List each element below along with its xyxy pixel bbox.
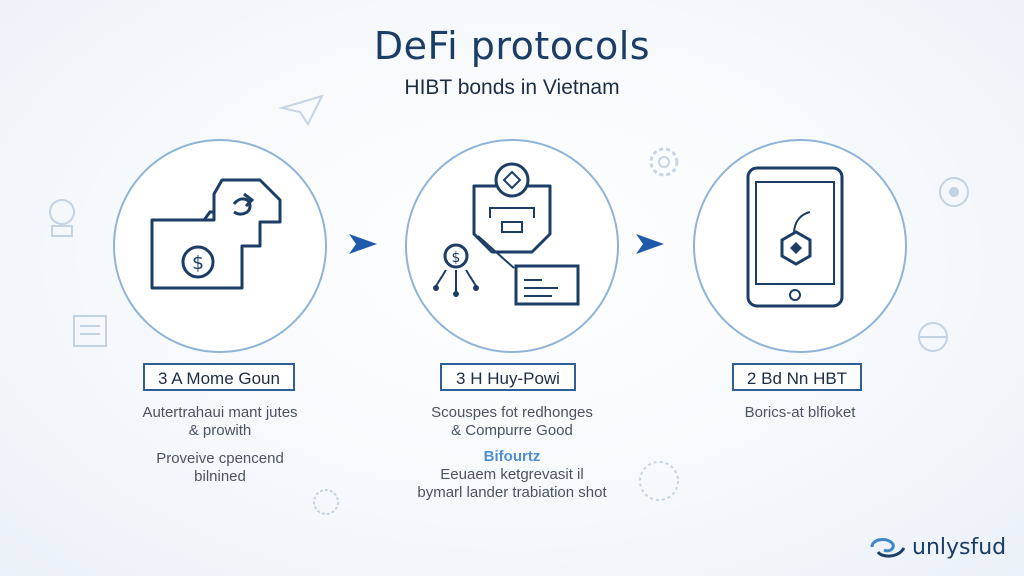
faint-plane-icon — [278, 94, 324, 126]
faint-gear-icon — [49, 199, 75, 237]
step-1-circle: $ — [110, 136, 330, 356]
desc-accent-label: Bifourtz — [483, 448, 541, 465]
folder-dollar-icon: $ — [150, 178, 282, 290]
faint-network-icon — [939, 177, 969, 207]
step-2-circle: $ — [402, 136, 622, 356]
step-1-label: 3 A Mome Goun — [143, 363, 295, 391]
step-3-label: 2 Bd Nn HBT — [732, 363, 862, 391]
desc-line: Scouspes fot redhonges — [431, 404, 593, 421]
arrow-right-icon — [634, 232, 666, 256]
svg-text:$: $ — [192, 252, 204, 274]
step-1-description: Autertrahaui mant jutes & prowith Provei… — [110, 404, 330, 486]
step-3-description: Borics-at blfioket — [690, 404, 910, 422]
faint-cog-icon — [649, 147, 679, 177]
brand-name: unlysfud — [912, 534, 1007, 560]
tablet-bond-icon — [746, 166, 844, 308]
desc-line: Eeuaem ketgrevasit il — [440, 466, 584, 483]
faint-node-icon — [313, 489, 339, 515]
protocol-network-icon: $ — [433, 162, 580, 306]
faint-globe-icon — [918, 322, 948, 352]
step-2-description: Scouspes fot redhonges & Compurre Good B… — [402, 404, 622, 502]
brand-logo: unlysfud — [868, 532, 1006, 562]
page-subtitle: HIBT bonds in Vietnam — [404, 76, 620, 99]
faint-chip-icon — [639, 461, 679, 501]
step-3-circle — [690, 136, 910, 356]
desc-line: Borics-at blfioket — [744, 404, 856, 421]
page-title: DeFi protocols — [373, 24, 651, 68]
desc-line: bilnined — [194, 468, 246, 485]
desc-line: bymarl lander trabiation shot — [417, 484, 607, 501]
desc-line: & prowith — [188, 422, 252, 439]
step-2-label: 3 H Huy-Powi — [440, 363, 576, 391]
desc-line: Autertrahaui mant jutes — [142, 404, 298, 421]
swirl-logo-icon — [870, 538, 906, 558]
faint-document-icon — [73, 315, 107, 347]
desc-line: & Compurre Good — [451, 422, 573, 439]
svg-text:$: $ — [452, 250, 461, 266]
arrow-right-icon — [347, 232, 379, 256]
desc-line: Proveive cpencend — [156, 450, 284, 467]
